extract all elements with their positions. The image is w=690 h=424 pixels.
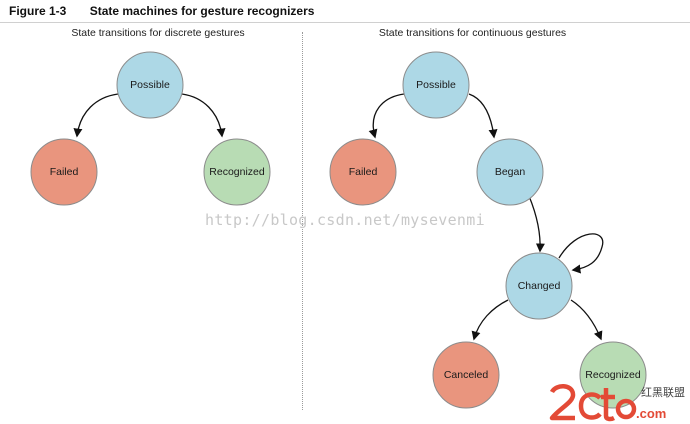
arrow-changed-self-loop <box>558 233 604 274</box>
panel-divider <box>302 32 303 410</box>
state-label-possible: Possible <box>130 79 170 91</box>
arrow-possible-to-failed <box>73 93 119 138</box>
continuous-panel-title: State transitions for continuous gesture… <box>378 27 567 39</box>
continuous-diagram: Possible Failed Began Changed Canceled R… <box>329 51 647 409</box>
state-circle <box>203 138 271 206</box>
continuous-node-changed: Changed <box>505 252 573 320</box>
state-circle <box>329 138 397 206</box>
state-label-recognized: Recognized <box>209 166 265 178</box>
state-circle <box>30 138 98 206</box>
discrete-node-recognized: Recognized <box>203 138 271 206</box>
state-circle <box>476 138 544 206</box>
arrow-possible-to-began <box>468 93 498 139</box>
discrete-panel-title: State transitions for discrete gestures <box>71 27 245 39</box>
arrow-possible-to-failed <box>368 93 405 139</box>
state-label-possible: Possible <box>416 79 456 91</box>
continuous-node-began: Began <box>476 138 544 206</box>
state-circle <box>579 341 647 409</box>
figure-number: Figure 1-3 <box>9 4 67 18</box>
header-rule <box>0 22 690 23</box>
state-label-failed: Failed <box>349 166 378 178</box>
figure-header: Figure 1-3 State machines for gesture re… <box>9 4 314 20</box>
continuous-node-failed: Failed <box>329 138 397 206</box>
state-label-began: Began <box>495 166 526 178</box>
state-circle <box>116 51 184 119</box>
state-circle <box>505 252 573 320</box>
figure-title: State machines for gesture recognizers <box>89 4 315 18</box>
discrete-node-possible: Possible <box>116 51 184 119</box>
arrow-began-to-changed <box>528 195 545 253</box>
logo-domain: .com <box>636 406 666 421</box>
discrete-node-failed: Failed <box>30 138 98 206</box>
continuous-node-possible: Possible <box>402 51 470 119</box>
continuous-node-canceled: Canceled <box>432 341 500 409</box>
arrow-possible-to-recognized <box>181 93 226 138</box>
logo-tagline: 红黑联盟 <box>641 386 685 399</box>
arrow-changed-to-canceled <box>471 299 509 341</box>
arrow-changed-to-recognized <box>570 299 603 341</box>
state-label-changed: Changed <box>518 280 561 292</box>
state-circle <box>432 341 500 409</box>
logo-mark <box>549 384 637 422</box>
state-circle <box>402 51 470 119</box>
state-label-recognized: Recognized <box>585 369 641 381</box>
2cto-logo: .com 红黑联盟 <box>549 384 685 422</box>
url-watermark: http://blog.csdn.net/mysevenmi <box>205 211 485 229</box>
state-label-failed: Failed <box>50 166 79 178</box>
state-label-canceled: Canceled <box>444 369 489 381</box>
discrete-diagram: Possible Failed Recognized <box>30 51 271 206</box>
continuous-node-recognized: Recognized <box>579 341 647 409</box>
